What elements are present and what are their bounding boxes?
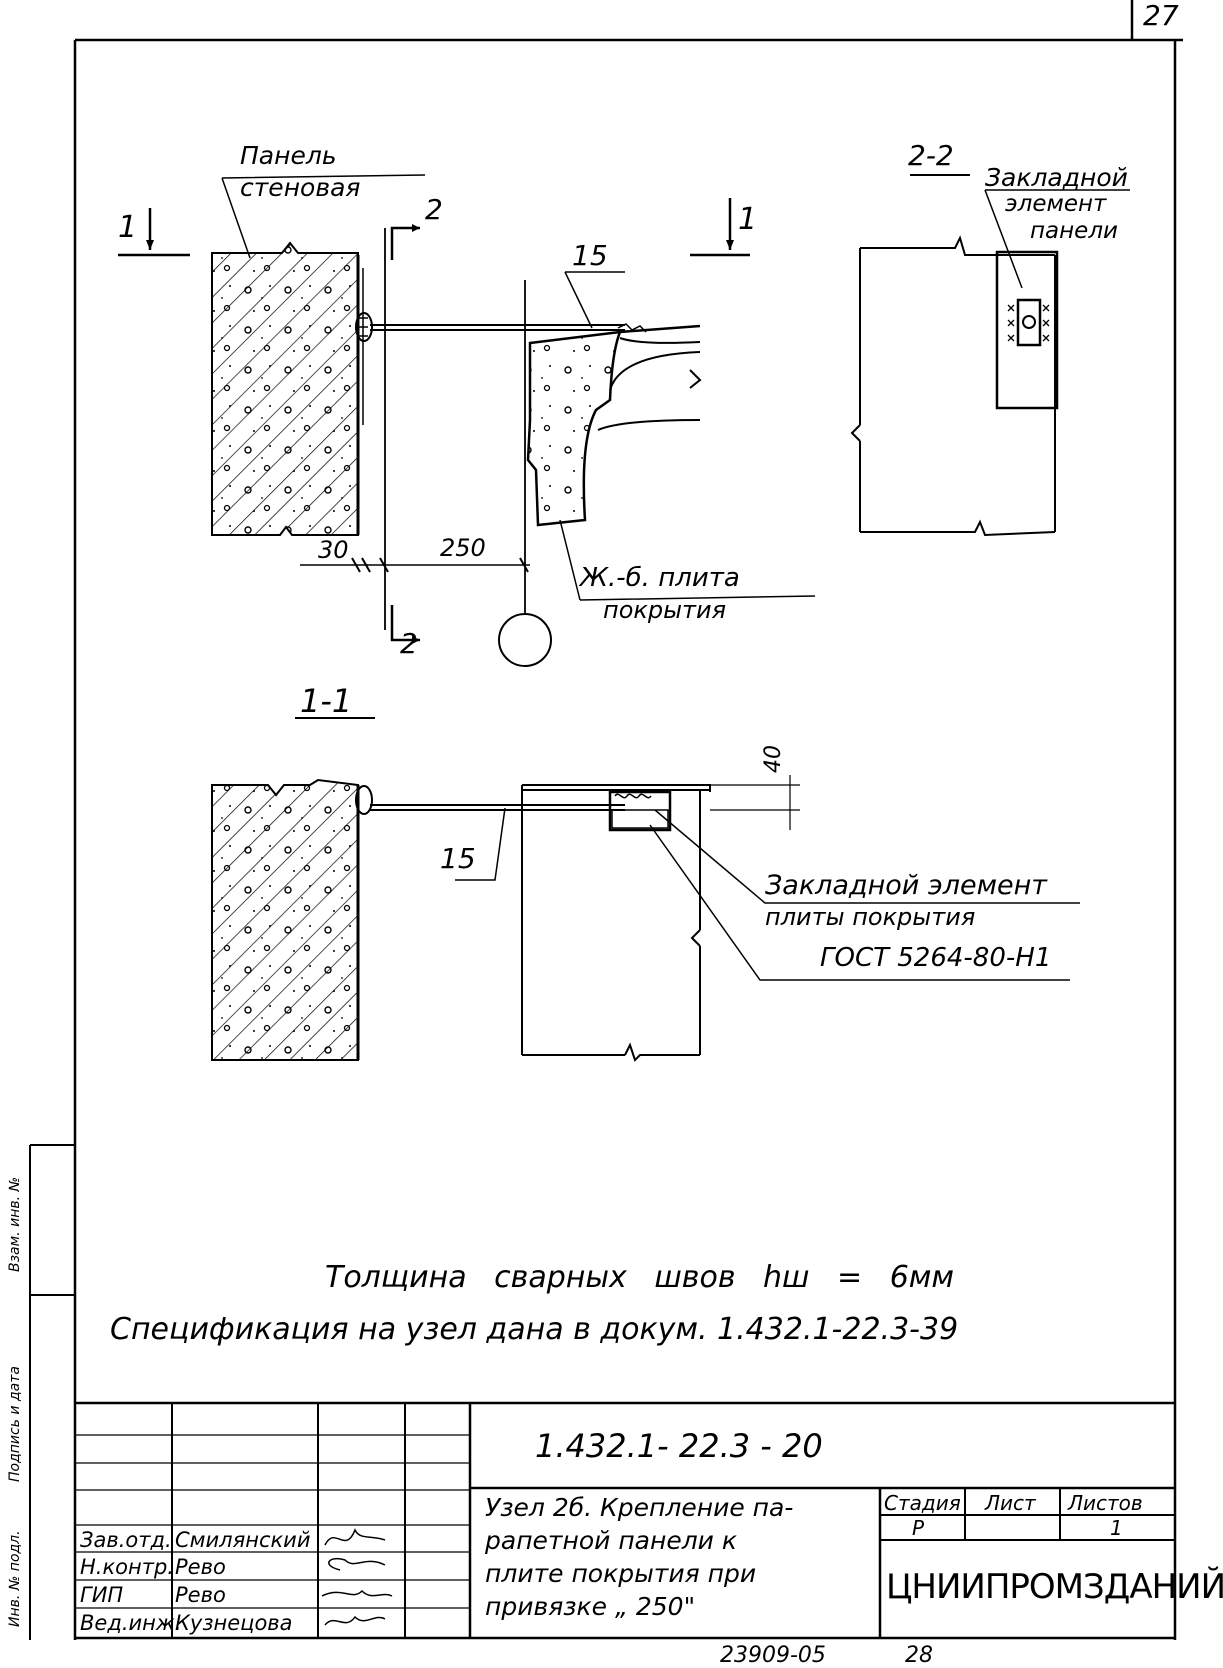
node-elevation bbox=[118, 174, 816, 667]
wall-panel-label-1: Панель bbox=[240, 141, 337, 170]
section-2-bottom-label: 2 bbox=[400, 627, 418, 660]
spec-note: Спецификация на узел дана в докум. 1.432… bbox=[110, 1312, 959, 1347]
title-block-grid bbox=[75, 1401, 1175, 1638]
section-1-right-label: 1 bbox=[738, 202, 758, 237]
bottom-number: 28 bbox=[905, 1643, 933, 1668]
signer-name: Рево bbox=[175, 1555, 226, 1579]
panel-embed-label-1: Закладной bbox=[985, 163, 1128, 192]
strip-replace: Взам. инв. № bbox=[7, 1176, 23, 1272]
title-line-2: рапетной панели к bbox=[485, 1526, 737, 1555]
slab-embed-label-1: Закладной элемент bbox=[765, 870, 1047, 901]
title-line-1: Узел 2б. Крепление па- bbox=[485, 1493, 794, 1522]
section-2-2-title: 2-2 bbox=[908, 139, 954, 172]
signatures bbox=[321, 1528, 393, 1626]
roof-slab-label-2: покрытия bbox=[603, 596, 727, 624]
panel-embed-label-3: панели bbox=[1030, 218, 1118, 244]
dim-250-label: 250 bbox=[440, 534, 486, 562]
signer-name: Рево bbox=[175, 1583, 226, 1607]
bottom-code: 23909-05 bbox=[720, 1643, 826, 1668]
signer-role: ГИП bbox=[80, 1583, 124, 1607]
strip-sign-date: Подпись и дата bbox=[7, 1366, 23, 1482]
page-number: 27 bbox=[1143, 0, 1179, 32]
strip-inv-no: Инв. № подл. bbox=[7, 1530, 23, 1627]
roof-slab-rib bbox=[526, 330, 622, 527]
wall-panel-label-2: стеновая bbox=[240, 173, 361, 202]
weld-note: Толщина сварных швов hш = 6мм bbox=[325, 1260, 955, 1295]
title-line-4: привязке „ 250" bbox=[485, 1592, 696, 1621]
section-1-1-title: 1-1 bbox=[300, 682, 353, 720]
item-15-top-label: 15 bbox=[572, 239, 608, 272]
signer-name: Кузнецова bbox=[175, 1611, 293, 1635]
section-2-top-label: 2 bbox=[425, 193, 443, 226]
panel-embed-label-2: элемент bbox=[1005, 191, 1107, 217]
sheet-header: Лист bbox=[985, 1491, 1036, 1515]
slab-embed-label-3: ГОСТ 5264-80-Н1 bbox=[820, 943, 1052, 973]
stage-value: Р bbox=[912, 1516, 925, 1540]
dim-30-label: 30 bbox=[318, 536, 349, 564]
stage-header: Стадия bbox=[884, 1491, 961, 1515]
slab-embed-plate bbox=[608, 790, 672, 832]
signer-role: Н.контр. bbox=[80, 1555, 174, 1579]
slab-embed-label-2: плиты покрытия bbox=[765, 903, 976, 931]
dim-40-label: 40 bbox=[761, 745, 786, 773]
title-line-3: плите покрытия при bbox=[485, 1559, 757, 1588]
roof-slab-label-1: Ж.-б. плита bbox=[580, 563, 740, 593]
section-1-1 bbox=[211, 717, 1080, 1062]
grid-axis-circle bbox=[498, 613, 552, 667]
sheet-frame bbox=[29, 0, 1183, 1640]
sheets-header: Листов bbox=[1068, 1491, 1143, 1515]
item-15-section-label: 15 bbox=[440, 842, 476, 875]
sheets-value: 1 bbox=[1110, 1516, 1123, 1540]
document-code: 1.432.1- 22.3 - 20 bbox=[535, 1427, 823, 1465]
signer-role: Зав.отд. bbox=[80, 1528, 172, 1552]
section-1-left-label: 1 bbox=[118, 210, 138, 245]
signer-role: Вед.инж. bbox=[80, 1611, 182, 1635]
panel-embed-plate bbox=[995, 250, 1059, 410]
organization: ЦНИИПРОМЗДАНИЙ bbox=[886, 1567, 1223, 1607]
signer-name: Смилянский bbox=[175, 1528, 311, 1552]
section-2-2 bbox=[850, 174, 1130, 537]
